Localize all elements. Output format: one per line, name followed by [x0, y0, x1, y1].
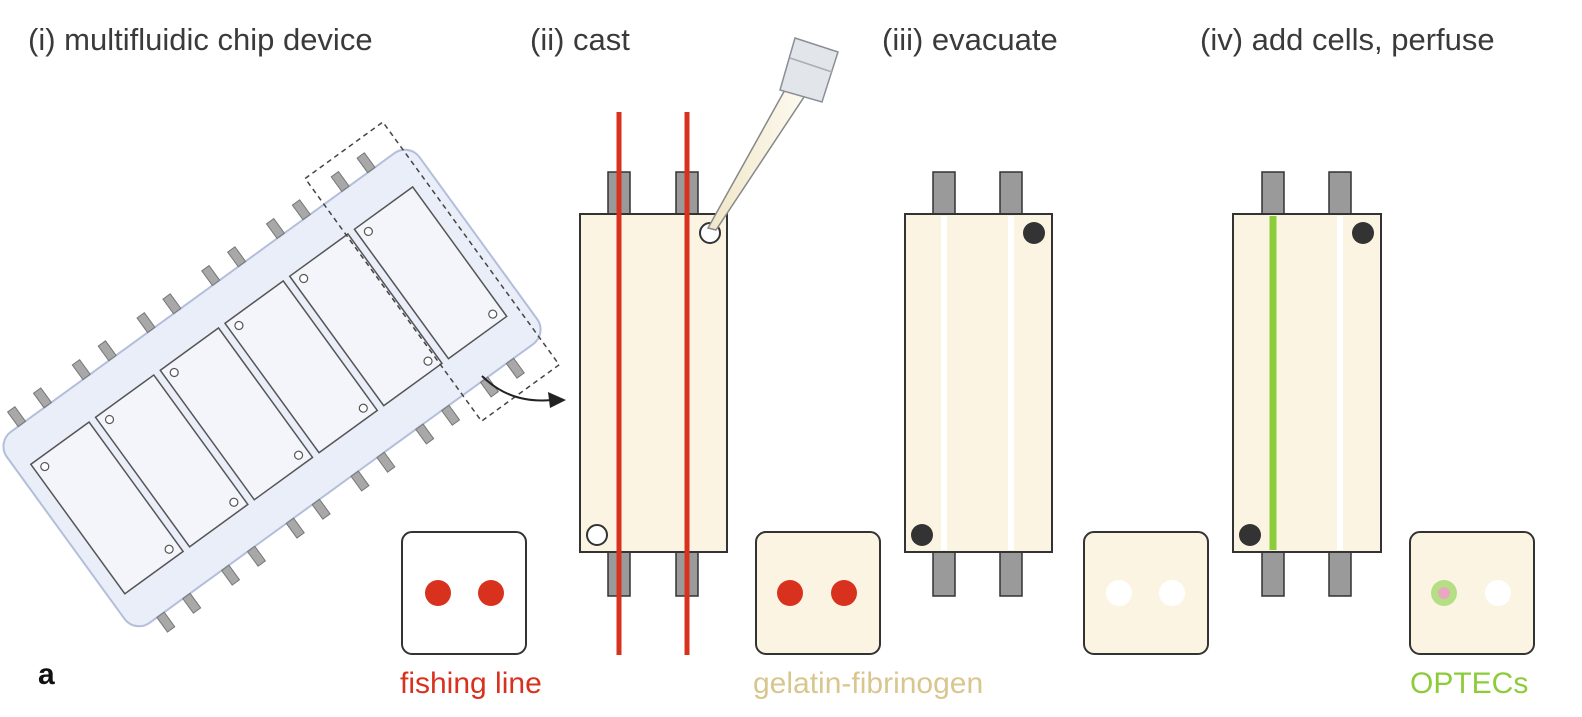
step-title-chip-device: (i) multifluidic chip device	[28, 22, 373, 57]
pipette	[706, 37, 839, 231]
legend-gelatin-fibrinogen: gelatin-fibrinogen	[753, 667, 984, 700]
step-title-cast: (ii) cast	[530, 22, 630, 57]
evacuate-device	[904, 171, 1053, 597]
zoom-arrowhead	[548, 392, 566, 408]
multifluidic-chip	[2, 121, 561, 633]
cross-section-fishing-line	[401, 531, 527, 655]
cast-device	[579, 37, 839, 655]
perfuse-device	[1232, 171, 1382, 597]
cross-section-gel-cast	[755, 531, 881, 655]
panel-label: a	[38, 658, 55, 691]
legend-fishing-line: fishing line	[400, 667, 542, 700]
zoom-arrow	[481, 375, 553, 402]
step-title-evacuate: (iii) evacuate	[882, 22, 1058, 57]
highlight-box	[304, 121, 561, 423]
cross-section-cells	[1409, 531, 1535, 655]
legend-optecs: OPTECs	[1410, 667, 1529, 700]
cross-section-evacuated	[1083, 531, 1209, 655]
step-title-add-cells: (iv) add cells, perfuse	[1200, 22, 1495, 57]
